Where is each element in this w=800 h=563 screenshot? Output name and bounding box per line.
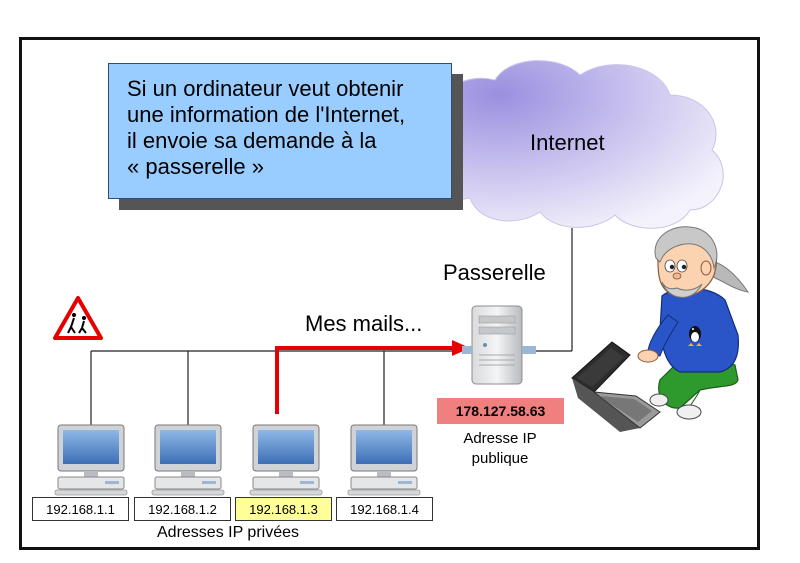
explanation-callout: Si un ordinateur veut obtenir une inform… <box>108 63 452 199</box>
private-ip-caption: Adresses IP privées <box>157 524 299 541</box>
callout-line: il envoie sa demande à la <box>127 128 377 153</box>
callout-line: une information de l'Internet, <box>127 102 406 127</box>
computer-icon <box>249 424 323 496</box>
traffic-label: Mes mails... <box>305 311 423 336</box>
children-crossing-warning-icon <box>53 296 103 340</box>
private-ip-box-highlighted: 192.168.1.3 <box>235 497 332 521</box>
network-cables <box>90 228 573 425</box>
gateway-label: Passerelle <box>443 260 546 285</box>
private-ip-box: 192.168.1.4 <box>336 497 433 521</box>
private-ip-box: 192.168.1.2 <box>134 497 231 521</box>
private-ip-box: 192.168.1.1 <box>32 497 129 521</box>
user-illustration <box>637 226 750 420</box>
public-ip-caption: Adresse IP publique <box>440 429 560 469</box>
server-icon <box>462 305 536 385</box>
callout-line: Si un ordinateur veut obtenir <box>127 76 404 101</box>
laptop-icon <box>571 341 661 432</box>
computer-icon <box>54 424 128 496</box>
callout-line: « passerelle » <box>127 154 264 179</box>
computer-icon <box>347 424 421 496</box>
public-ip-caption-line: publique <box>471 450 529 467</box>
cloud-icon <box>423 60 724 229</box>
traffic-arrow <box>275 340 470 414</box>
public-ip-badge: 178.127.58.63 <box>437 398 564 424</box>
internet-label: Internet <box>530 130 605 155</box>
public-ip-caption-line: Adresse IP <box>463 430 537 447</box>
computer-icon <box>151 424 225 496</box>
